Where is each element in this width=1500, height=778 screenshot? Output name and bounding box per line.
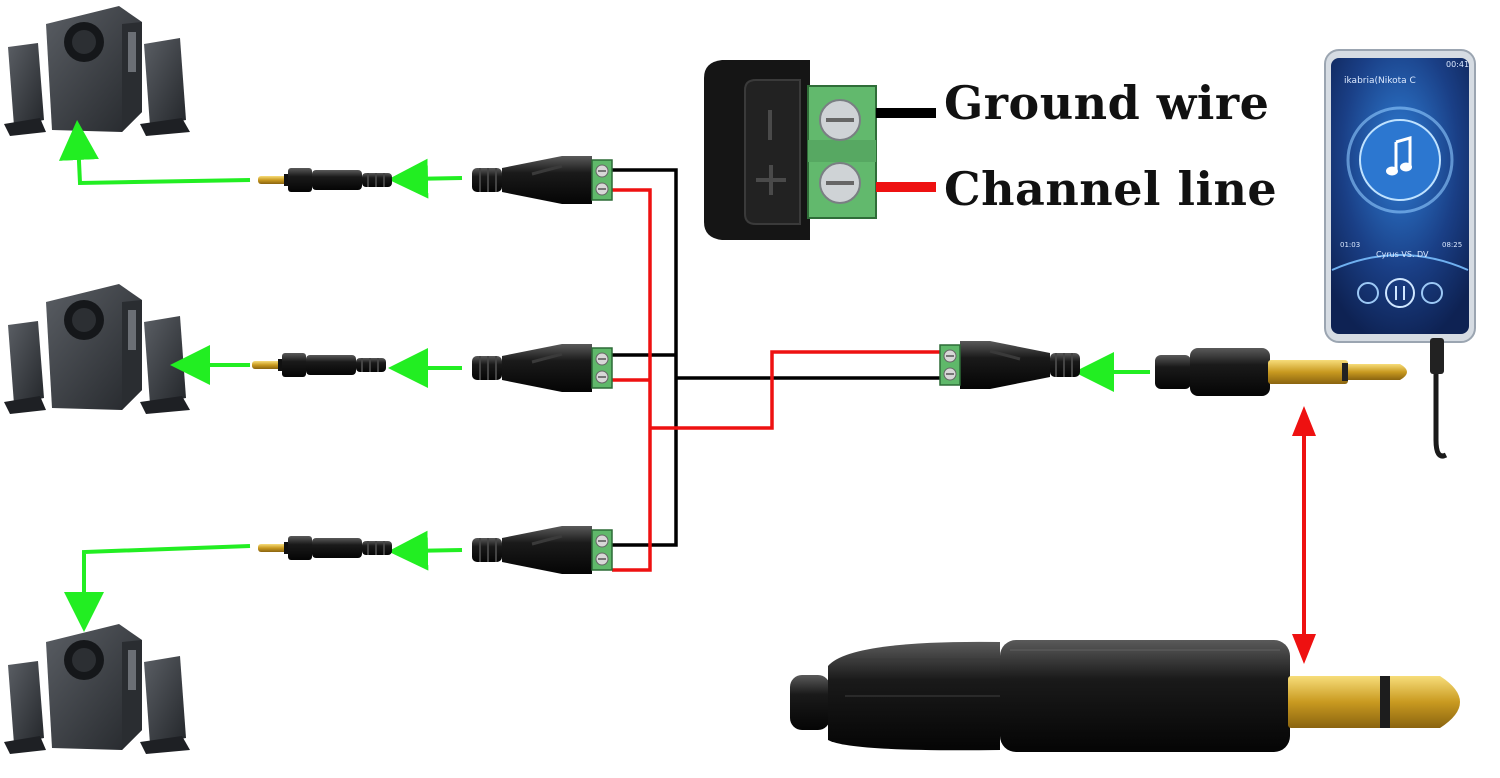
phone-contact: ikabria(Nikota C — [1344, 76, 1416, 86]
arrow-row1-mid — [388, 158, 463, 199]
input-plug — [1155, 348, 1407, 396]
channel-wire-swatch — [876, 182, 936, 192]
speaker-system-3 — [4, 624, 190, 754]
arrow-row3-mid — [388, 530, 463, 571]
terminal-adapter-row1 — [470, 154, 614, 206]
prev-icon — [1357, 282, 1379, 304]
phone-status-time: 00:41 — [1446, 60, 1470, 69]
phone-elapsed: 01:03 — [1340, 241, 1361, 249]
terminal-block-icon — [704, 60, 936, 240]
arrow-row3-to-speaker — [64, 544, 251, 632]
plug-row3 — [257, 535, 393, 561]
zoom-arrow — [1292, 406, 1316, 664]
plug-row2 — [251, 352, 387, 378]
speaker-system-2 — [4, 284, 190, 414]
ground-wire-row1 — [612, 168, 678, 547]
mono-jack-plug-icon — [790, 640, 1460, 752]
ground-wire-label: Ground wire — [944, 76, 1270, 130]
arrow-row1-to-speaker — [58, 120, 251, 186]
smartphone — [1324, 49, 1476, 459]
terminal-adapter-row2 — [470, 342, 614, 394]
next-icon — [1421, 282, 1443, 304]
terminal-adapter-input — [938, 339, 1082, 391]
terminal-adapter-row3 — [470, 524, 614, 576]
ground-wire-swatch — [876, 108, 936, 118]
phone-duration: 08:25 — [1442, 241, 1463, 249]
plug-row1 — [257, 167, 393, 193]
speaker-system-1 — [4, 6, 190, 136]
wiring — [612, 168, 946, 572]
channel-line-label: Channel line — [944, 162, 1278, 216]
channel-wire-input — [650, 350, 946, 430]
signal-arrows — [58, 120, 1150, 632]
phone-track-title: Cyrus VS. DV — [1376, 250, 1429, 259]
pause-icon — [1385, 278, 1415, 308]
